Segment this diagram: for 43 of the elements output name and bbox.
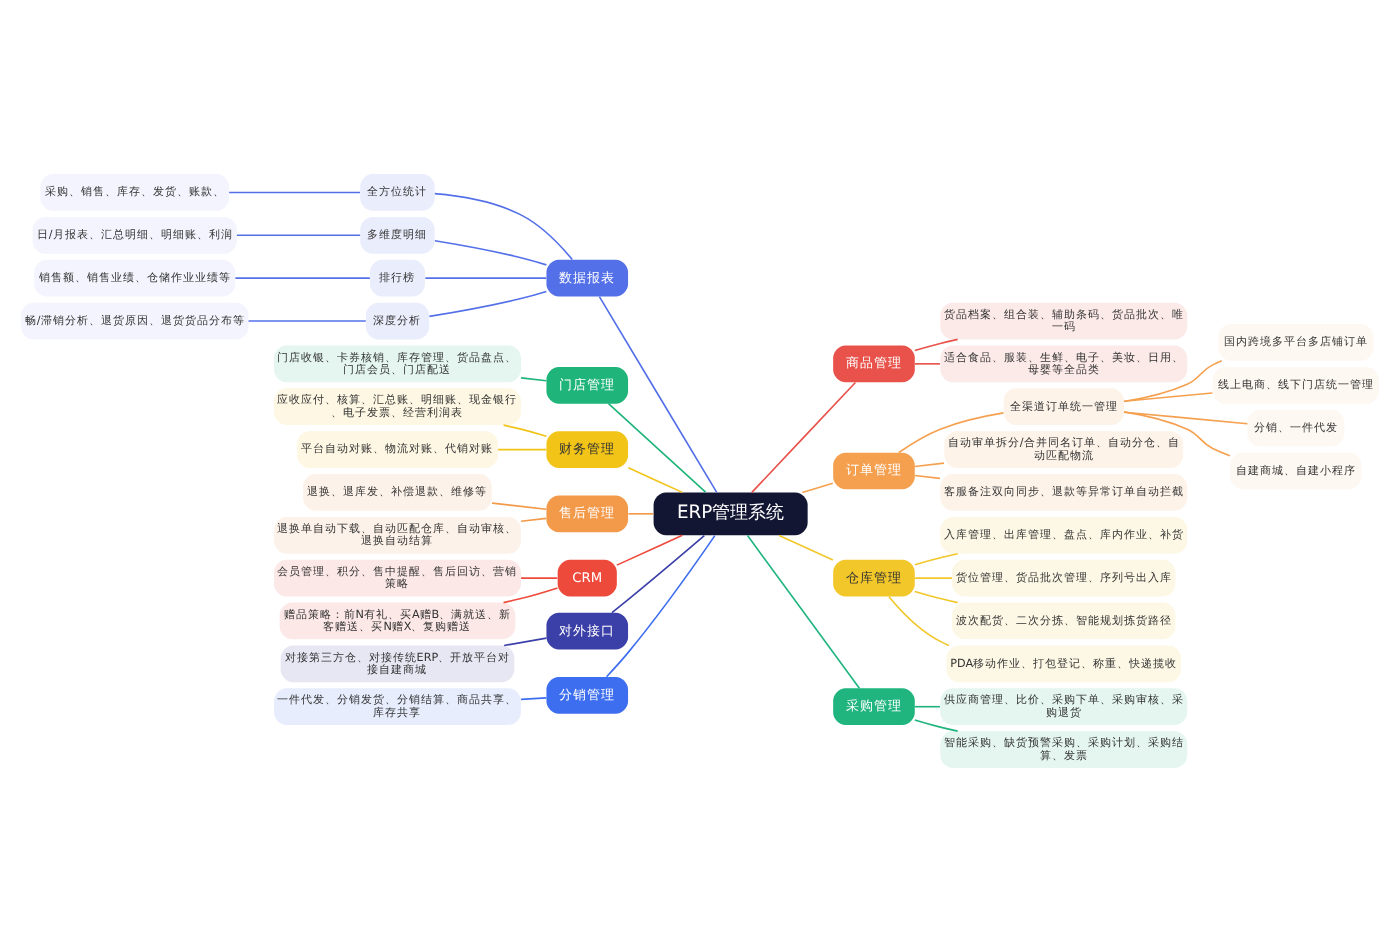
connector [746, 533, 861, 688]
connector [616, 533, 684, 565]
connector [914, 704, 941, 707]
connector [491, 501, 548, 510]
connector [424, 276, 548, 278]
connector [605, 533, 716, 677]
connector [247, 319, 367, 321]
connector [914, 362, 941, 364]
connector [914, 718, 959, 731]
connector [1123, 410, 1231, 456]
node-box: ERP管理系统 [653, 491, 808, 535]
connector [236, 233, 361, 236]
connector [1123, 359, 1223, 402]
connector [434, 238, 548, 265]
connector [520, 696, 548, 700]
connector [801, 481, 834, 493]
connector [497, 447, 547, 450]
connector [778, 533, 834, 560]
connector [914, 337, 959, 351]
connector [228, 190, 361, 193]
connector [751, 380, 857, 493]
connector [914, 551, 959, 565]
connector [520, 376, 548, 381]
connector [428, 289, 548, 317]
connector [234, 276, 371, 278]
connector [914, 589, 959, 603]
connector [888, 594, 950, 646]
connector [627, 512, 655, 514]
connector [520, 576, 559, 578]
connector [914, 576, 953, 578]
connector [520, 516, 548, 522]
connector [627, 466, 684, 493]
connector [1123, 391, 1214, 401]
connector [898, 411, 1005, 453]
connector [598, 294, 718, 493]
connector [914, 461, 945, 467]
connector [611, 533, 706, 613]
connector [502, 423, 548, 437]
connector [502, 586, 559, 603]
connector [503, 636, 548, 646]
connector [914, 473, 941, 479]
connector [607, 401, 707, 492]
connector [434, 191, 574, 260]
